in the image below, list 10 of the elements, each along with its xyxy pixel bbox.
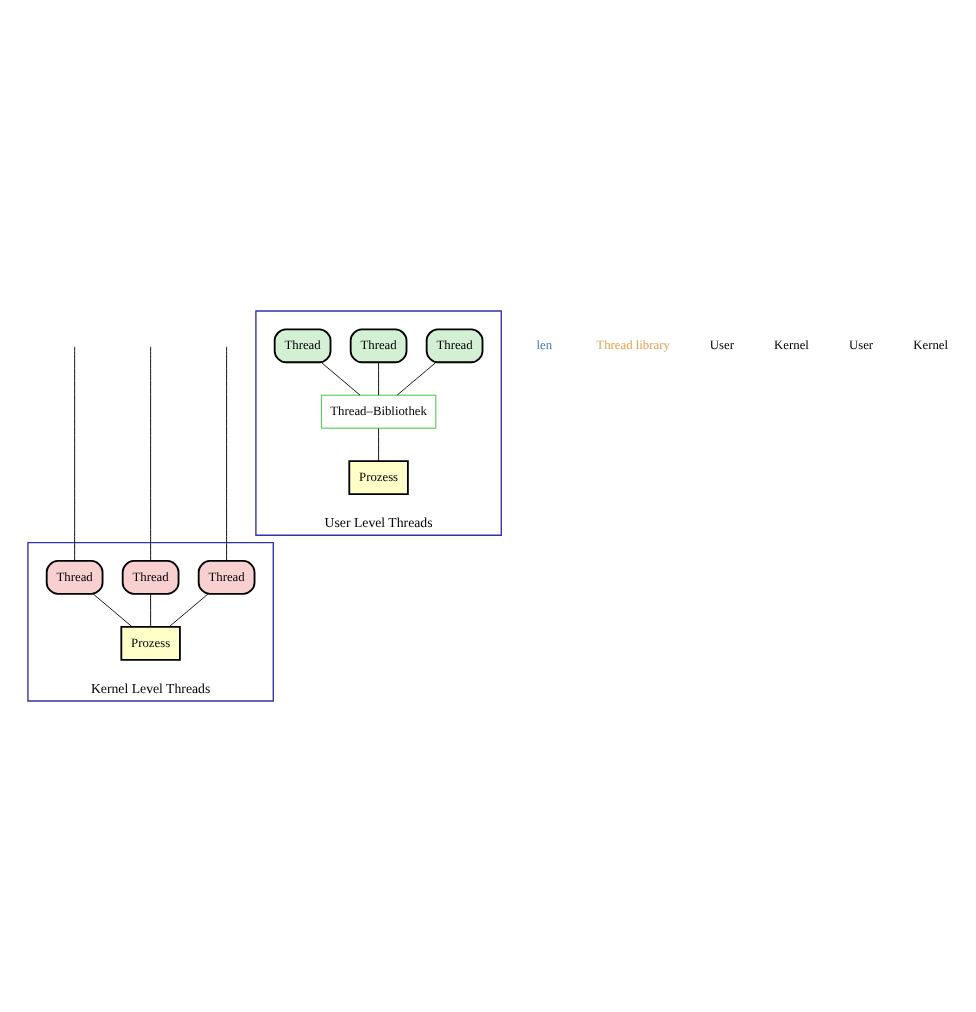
connector	[378, 428, 380, 462]
connector	[168, 593, 209, 628]
connector	[150, 346, 152, 562]
connector	[92, 593, 133, 628]
connector	[320, 362, 361, 396]
connector	[74, 346, 76, 562]
connector	[150, 593, 152, 628]
connector	[226, 346, 228, 562]
connector	[378, 362, 380, 396]
connector	[396, 362, 437, 396]
